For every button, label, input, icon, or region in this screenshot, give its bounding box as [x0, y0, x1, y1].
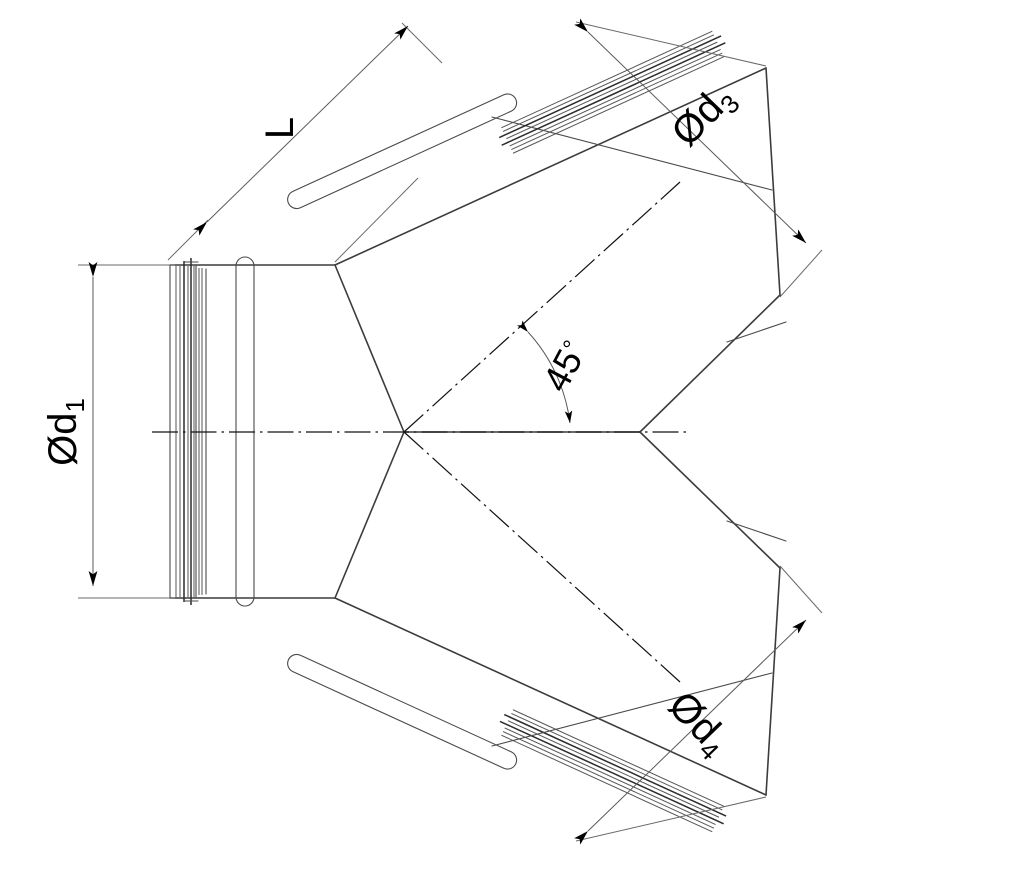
dim-line-l	[193, 25, 409, 236]
dim-line-d4	[574, 619, 807, 845]
dimension-inlet-diameter: Ød1	[41, 262, 175, 599]
dim-line-d3	[574, 18, 807, 244]
label-branch-angle: 45°	[535, 334, 595, 398]
label-upper-branch-diameter: Ød3	[663, 75, 745, 158]
dimension-branch-angle: 45°	[516, 320, 595, 424]
label-length: L	[258, 117, 302, 139]
ext-line-d3-b	[779, 249, 823, 298]
angle-arc-45	[516, 320, 573, 424]
dimension-length: L	[167, 22, 443, 263]
lower-branch-wall-lines	[491, 520, 787, 747]
label-inlet-diameter: Ød1	[41, 398, 90, 466]
upper-branch-wall-lines	[491, 116, 787, 343]
ext-line-l-end	[401, 22, 443, 64]
upper-branch-centerline	[403, 181, 681, 433]
lower-branch-centerline	[403, 431, 681, 683]
ext-line-d4-b	[779, 565, 823, 614]
lower-branch-spigot-seal	[287, 653, 727, 833]
ext-line-l-start	[167, 219, 209, 261]
label-lower-branch-diameter: Ød4	[656, 683, 738, 766]
ext-line-l-right	[334, 177, 419, 263]
